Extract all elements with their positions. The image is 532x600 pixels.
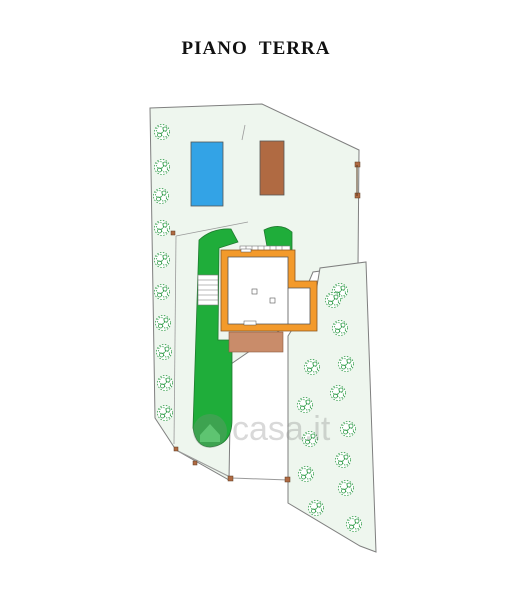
watermark-logo (193, 414, 227, 448)
door-north (240, 248, 252, 253)
column (251, 288, 258, 295)
stairs (197, 245, 291, 306)
wooden-deck (259, 140, 285, 196)
watermark-text: casa.it (232, 410, 331, 448)
page-title: PIANO TERRA (181, 38, 331, 59)
swimming-pool (190, 141, 224, 207)
lawn-area-2 (263, 226, 293, 253)
house-interior (227, 256, 311, 325)
driveway-edge-2 (175, 221, 249, 237)
boundary-line-north (241, 124, 246, 141)
door-south (243, 320, 257, 326)
driveway-edge (173, 235, 177, 445)
column-2 (269, 297, 276, 304)
patio (228, 331, 284, 353)
